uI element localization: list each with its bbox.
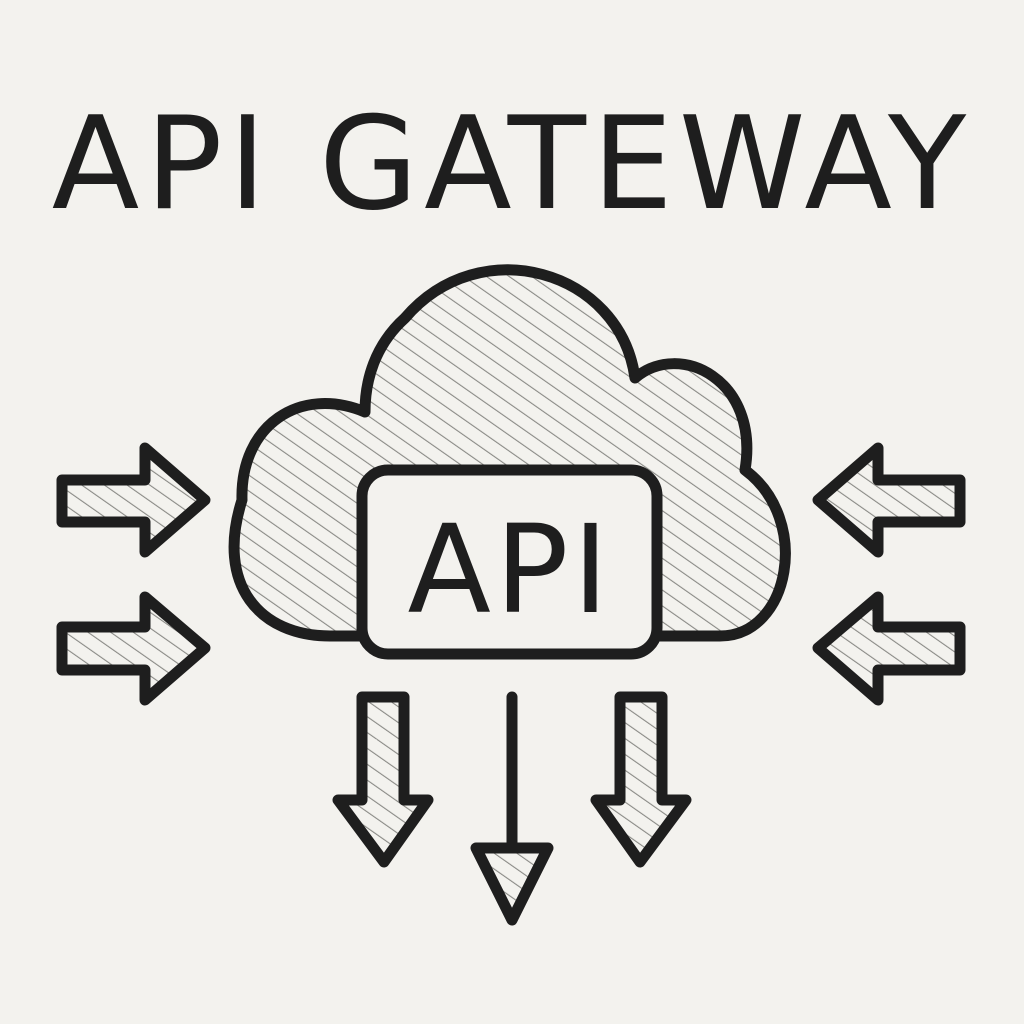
incoming-arrow-left-bottom [56, 591, 211, 706]
api-label: API [407, 499, 612, 641]
outgoing-arrow-right [590, 691, 692, 868]
incoming-arrow-right-top [812, 442, 966, 558]
api-box: API [356, 464, 663, 660]
outgoing-arrow-center [470, 691, 554, 926]
outgoing-arrow-left [332, 691, 434, 868]
incoming-arrow-left-top [56, 442, 211, 558]
diagram-title: API GATEWAY [51, 90, 973, 239]
incoming-arrow-right-bottom [812, 591, 966, 706]
